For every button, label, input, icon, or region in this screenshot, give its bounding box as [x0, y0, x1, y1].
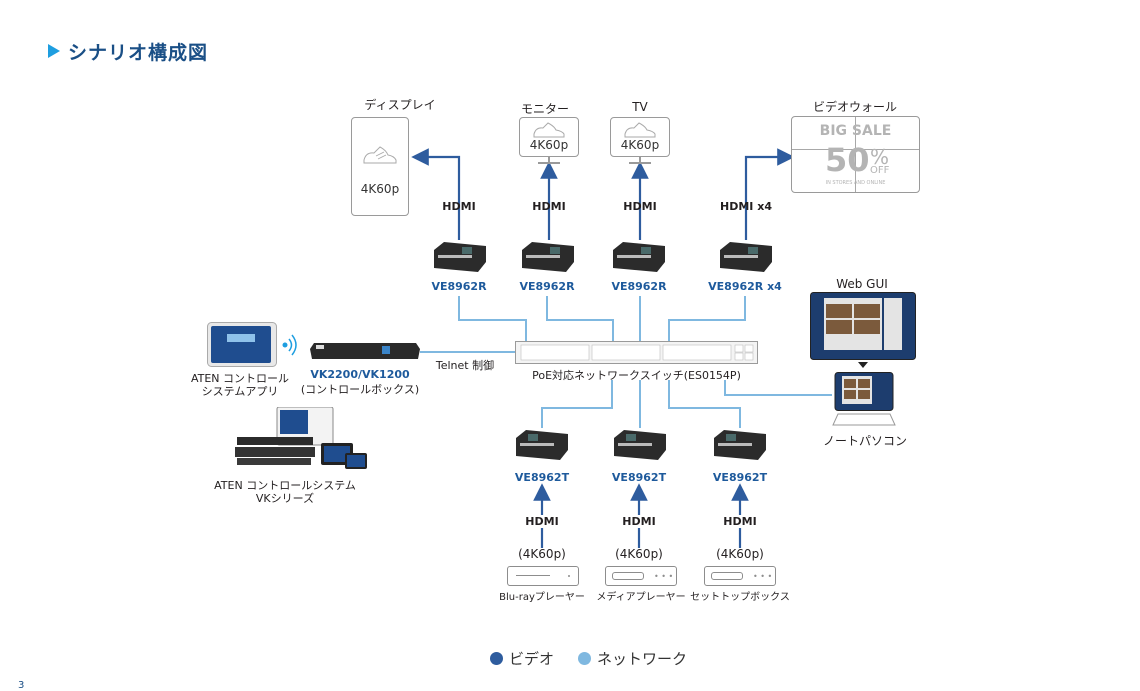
- receiver-device-icon: [720, 242, 772, 272]
- transmitter-model-3: VE8962T: [712, 471, 768, 484]
- page-number: 3: [18, 680, 25, 691]
- transmitter-device-icon: [516, 430, 568, 460]
- vk-series-products-icon: [235, 407, 367, 469]
- control-box-icon: [310, 343, 420, 359]
- vk-series-label-line1: ATEN コントロールシステム: [214, 479, 356, 492]
- legend-video-label: ビデオ: [509, 650, 555, 668]
- net-line-rx1: [458, 296, 527, 344]
- down-arrow-icon: [858, 362, 868, 368]
- display-label: ディスプレイ: [364, 98, 436, 112]
- video-line-videowall: [744, 148, 795, 240]
- transmitter-model-2: VE8962T: [611, 471, 667, 484]
- transmitter-model-1: VE8962T: [514, 471, 570, 484]
- wall-headline: BIG SALE: [819, 123, 892, 139]
- tv-resolution: 4K60p: [620, 138, 660, 152]
- web-gui-screen-icon: [810, 292, 916, 360]
- control-app-label-line1: ATEN コントロール: [190, 372, 290, 385]
- cable-label-stb: HDMI: [715, 515, 765, 528]
- transmitter-device-icon: [614, 430, 666, 460]
- control-box-model: VK2200/VK1200: [310, 368, 410, 381]
- legend-network: ネットワーク: [578, 648, 687, 669]
- cable-label-display: HDMI: [442, 200, 476, 213]
- legend-video: ビデオ: [490, 648, 554, 669]
- videowall-label: ビデオウォール: [812, 100, 897, 114]
- media-player-icon: • • •: [605, 566, 677, 586]
- net-line-rx4: [668, 296, 746, 344]
- page-title-text: シナリオ構成図: [68, 42, 209, 64]
- tablet-app-icon: [207, 322, 277, 367]
- legend-network-dot-icon: [578, 652, 591, 665]
- settop-box-icon: • • •: [704, 566, 776, 586]
- triangle-bullet-icon: [48, 44, 60, 58]
- laptop-label: ノートパソコン: [822, 434, 907, 448]
- tv-stand-base: [629, 162, 651, 164]
- tv-stand: [639, 157, 641, 163]
- videowall-divider-v: [855, 117, 856, 192]
- media-player-label: メディアプレーヤー: [596, 592, 686, 603]
- wall-off: OFF: [870, 165, 890, 176]
- monitor-stand-base: [538, 162, 560, 164]
- receiver-model-1: VE8962R: [431, 280, 487, 293]
- monitor-screen: 4K60p: [519, 117, 579, 157]
- shoe-icon: [363, 146, 397, 164]
- monitor-label: モニター: [520, 102, 569, 116]
- videowall-divider-h: [792, 149, 919, 150]
- control-app-label-line2: システムアプリ: [201, 385, 279, 398]
- receiver-device-icon: [434, 242, 486, 272]
- receiver-device-icon: [613, 242, 665, 272]
- settop-box-label: セットトップボックス: [690, 592, 790, 603]
- net-line-tx3: [668, 380, 741, 428]
- receiver-model-3: VE8962R: [611, 280, 667, 293]
- net-line-laptop: [724, 380, 832, 396]
- net-line-rx2: [546, 296, 614, 344]
- wall-percent: 50: [825, 141, 870, 179]
- receiver-model-2: VE8962R: [519, 280, 575, 293]
- cable-label-tv: HDMI: [623, 200, 657, 213]
- videowall-screen: BIG SALE 50 % OFF IN STORES AND ONLINE: [791, 116, 920, 193]
- monitor-stand: [548, 157, 550, 163]
- cable-label-monitor: HDMI: [532, 200, 566, 213]
- control-app-label: ATEN コントロール システムアプリ: [185, 372, 295, 398]
- shoe-icon: [624, 122, 656, 138]
- web-gui-label: Web GUI: [836, 277, 888, 291]
- cable-label-media: HDMI: [614, 515, 664, 528]
- legend-video-dot-icon: [490, 652, 503, 665]
- receiver-device-icon: [522, 242, 574, 272]
- transmitter-device-icon: [714, 430, 766, 460]
- bluray-label: Blu-rayプレーヤー: [499, 592, 585, 603]
- input-resolution-2: (4K60p): [615, 547, 663, 561]
- input-resolution-1: (4K60p): [518, 547, 566, 561]
- monitor-resolution: 4K60p: [529, 138, 569, 152]
- wifi-signal-icon: [282, 334, 297, 356]
- input-resolution-3: (4K60p): [716, 547, 764, 561]
- control-box-desc: (コントロールボックス): [300, 383, 420, 396]
- wall-percent-sign: %: [870, 145, 890, 169]
- wall-tagline: IN STORES AND ONLINE: [825, 180, 886, 186]
- telnet-label: Telnet 制御: [435, 359, 495, 372]
- cable-label-bluray: HDMI: [517, 515, 567, 528]
- cable-label-videowall: HDMI x4: [720, 200, 772, 213]
- vk-series-label: ATEN コントロールシステム VKシリーズ: [205, 479, 365, 505]
- laptop-icon: [832, 372, 896, 426]
- receiver-model-4: VE8962R x4: [708, 280, 782, 293]
- display-screen: 4K60p: [351, 117, 409, 216]
- display-resolution: 4K60p: [360, 182, 400, 196]
- legend-network-label: ネットワーク: [597, 650, 688, 668]
- switch-label: PoE対応ネットワークスイッチ(ES0154P): [532, 369, 741, 382]
- tv-screen: 4K60p: [610, 117, 670, 157]
- vk-series-label-line2: VKシリーズ: [255, 492, 315, 505]
- tv-label: TV: [632, 100, 648, 114]
- network-switch-icon: [515, 341, 758, 364]
- video-line-display: [411, 148, 461, 240]
- net-line-tx1: [541, 380, 613, 428]
- bluray-player-icon: [507, 566, 579, 586]
- page-title: シナリオ構成図: [48, 38, 208, 65]
- shoe-icon: [533, 122, 565, 138]
